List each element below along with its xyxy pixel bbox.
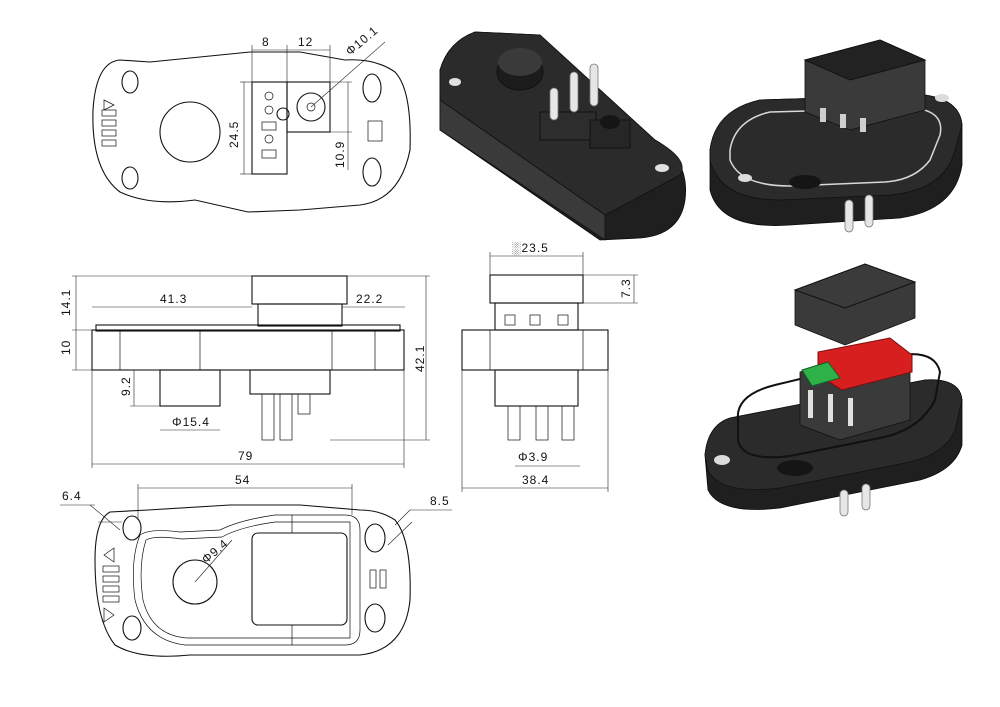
dim-top-24-5: 24.5	[227, 121, 241, 148]
dim-front-9-2: 9.2	[119, 376, 133, 396]
bottom-view	[60, 484, 452, 657]
dim-bottom-8-5: 8.5	[430, 494, 450, 508]
dim-bottom-54: 54	[235, 473, 250, 487]
render-top-iso	[439, 31, 687, 241]
dim-front-14-1: 14.1	[59, 289, 73, 316]
dim-top-dia-10-1: Φ10.1	[343, 23, 381, 58]
dim-front-10: 10	[59, 340, 73, 355]
dim-side-7-3: 7.3	[619, 278, 633, 298]
dim-bottom-dia-9-4: Φ9.4	[199, 536, 231, 566]
dim-front-79: 79	[238, 449, 253, 463]
dim-side-dia-3-9: Φ3.9	[518, 450, 548, 464]
dim-top-8: 8	[262, 35, 270, 49]
dim-top-12: 12	[298, 35, 313, 49]
side-view	[461, 252, 638, 492]
dim-front-42-1: 42.1	[413, 345, 427, 372]
top-view	[92, 41, 411, 213]
dim-side-square-23-5: ░23.5	[512, 241, 549, 255]
dim-bottom-6-4: 6.4	[62, 489, 82, 503]
dim-front-dia-15-4: Φ15.4	[172, 415, 210, 429]
dim-front-41-3: 41.3	[160, 292, 187, 306]
dim-top-10-9: 10.9	[333, 141, 347, 168]
render-exploded	[704, 263, 963, 517]
render-bottom-iso	[709, 39, 963, 233]
dim-side-38-4: 38.4	[522, 473, 549, 487]
dim-front-22-2: 22.2	[356, 292, 383, 306]
front-view	[72, 275, 430, 468]
